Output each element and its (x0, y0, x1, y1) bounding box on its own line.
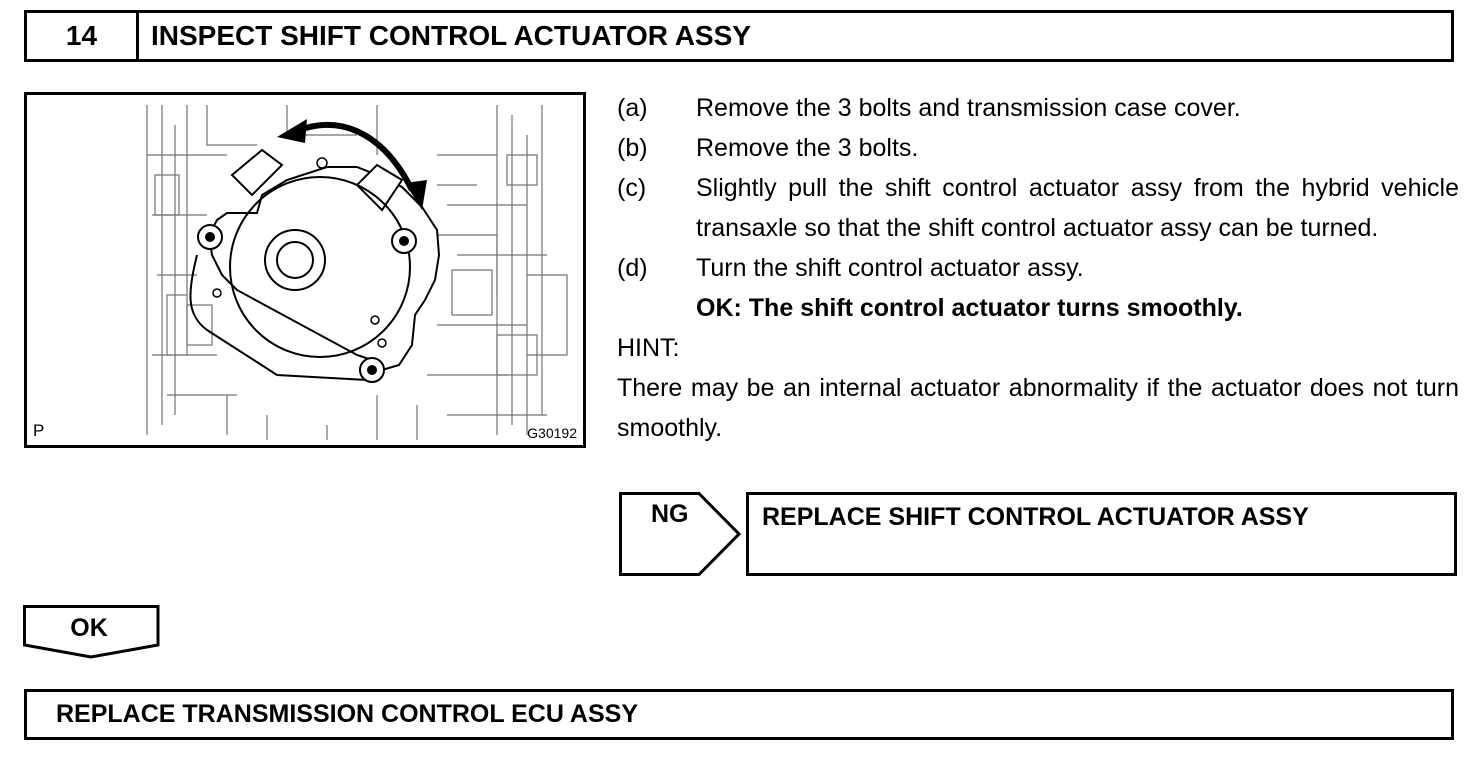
ng-tag: NG (619, 492, 742, 576)
instruction-letter: (b) (617, 134, 648, 162)
instructions: (a) Remove the 3 bolts and transmission … (617, 88, 1459, 448)
instruction-a: (a) Remove the 3 bolts and transmission … (617, 88, 1459, 128)
instruction-letter: (d) (617, 254, 648, 282)
hint-label: HINT: (617, 334, 680, 362)
ng-label: NG (651, 500, 689, 528)
step-header: 14 INSPECT SHIFT CONTROL ACTUATOR ASSY (24, 10, 1454, 62)
instruction-letter: (c) (617, 174, 647, 202)
hint-text: There may be an internal actuator abnorm… (617, 374, 1459, 442)
final-action-box: REPLACE TRANSMISSION CONTROL ECU ASSY (24, 689, 1454, 740)
ok-arrow-shape (23, 605, 160, 659)
instruction-text: Slightly pull the shift control actuator… (696, 174, 1459, 242)
instruction-d: (d) Turn the shift control actuator assy… (617, 248, 1459, 288)
instruction-text: Remove the 3 bolts and transmission case… (696, 94, 1241, 122)
step-title: INSPECT SHIFT CONTROL ACTUATOR ASSY (151, 20, 751, 51)
instruction-b: (b) Remove the 3 bolts. (617, 128, 1459, 168)
ng-result-box: REPLACE SHIFT CONTROL ACTUATOR ASSY (746, 492, 1457, 576)
figure-code: G30192 (527, 425, 577, 441)
ok-criteria: OK: The shift control actuator turns smo… (696, 294, 1243, 322)
figure-label-p: P (33, 421, 45, 440)
ok-tag: OK (23, 605, 161, 659)
instruction-text: Remove the 3 bolts. (696, 134, 919, 162)
ok-label: OK (70, 614, 108, 642)
actuator-drawing (146, 105, 568, 440)
instruction-c: (c) Slightly pull the shift control actu… (617, 168, 1459, 248)
ng-arrow-shape (619, 492, 742, 576)
actuator-illustration: P G30192 (24, 92, 586, 448)
instruction-text: Turn the shift control actuator assy. (696, 254, 1084, 282)
instruction-letter: (a) (617, 94, 648, 122)
step-number: 14 (27, 13, 139, 59)
